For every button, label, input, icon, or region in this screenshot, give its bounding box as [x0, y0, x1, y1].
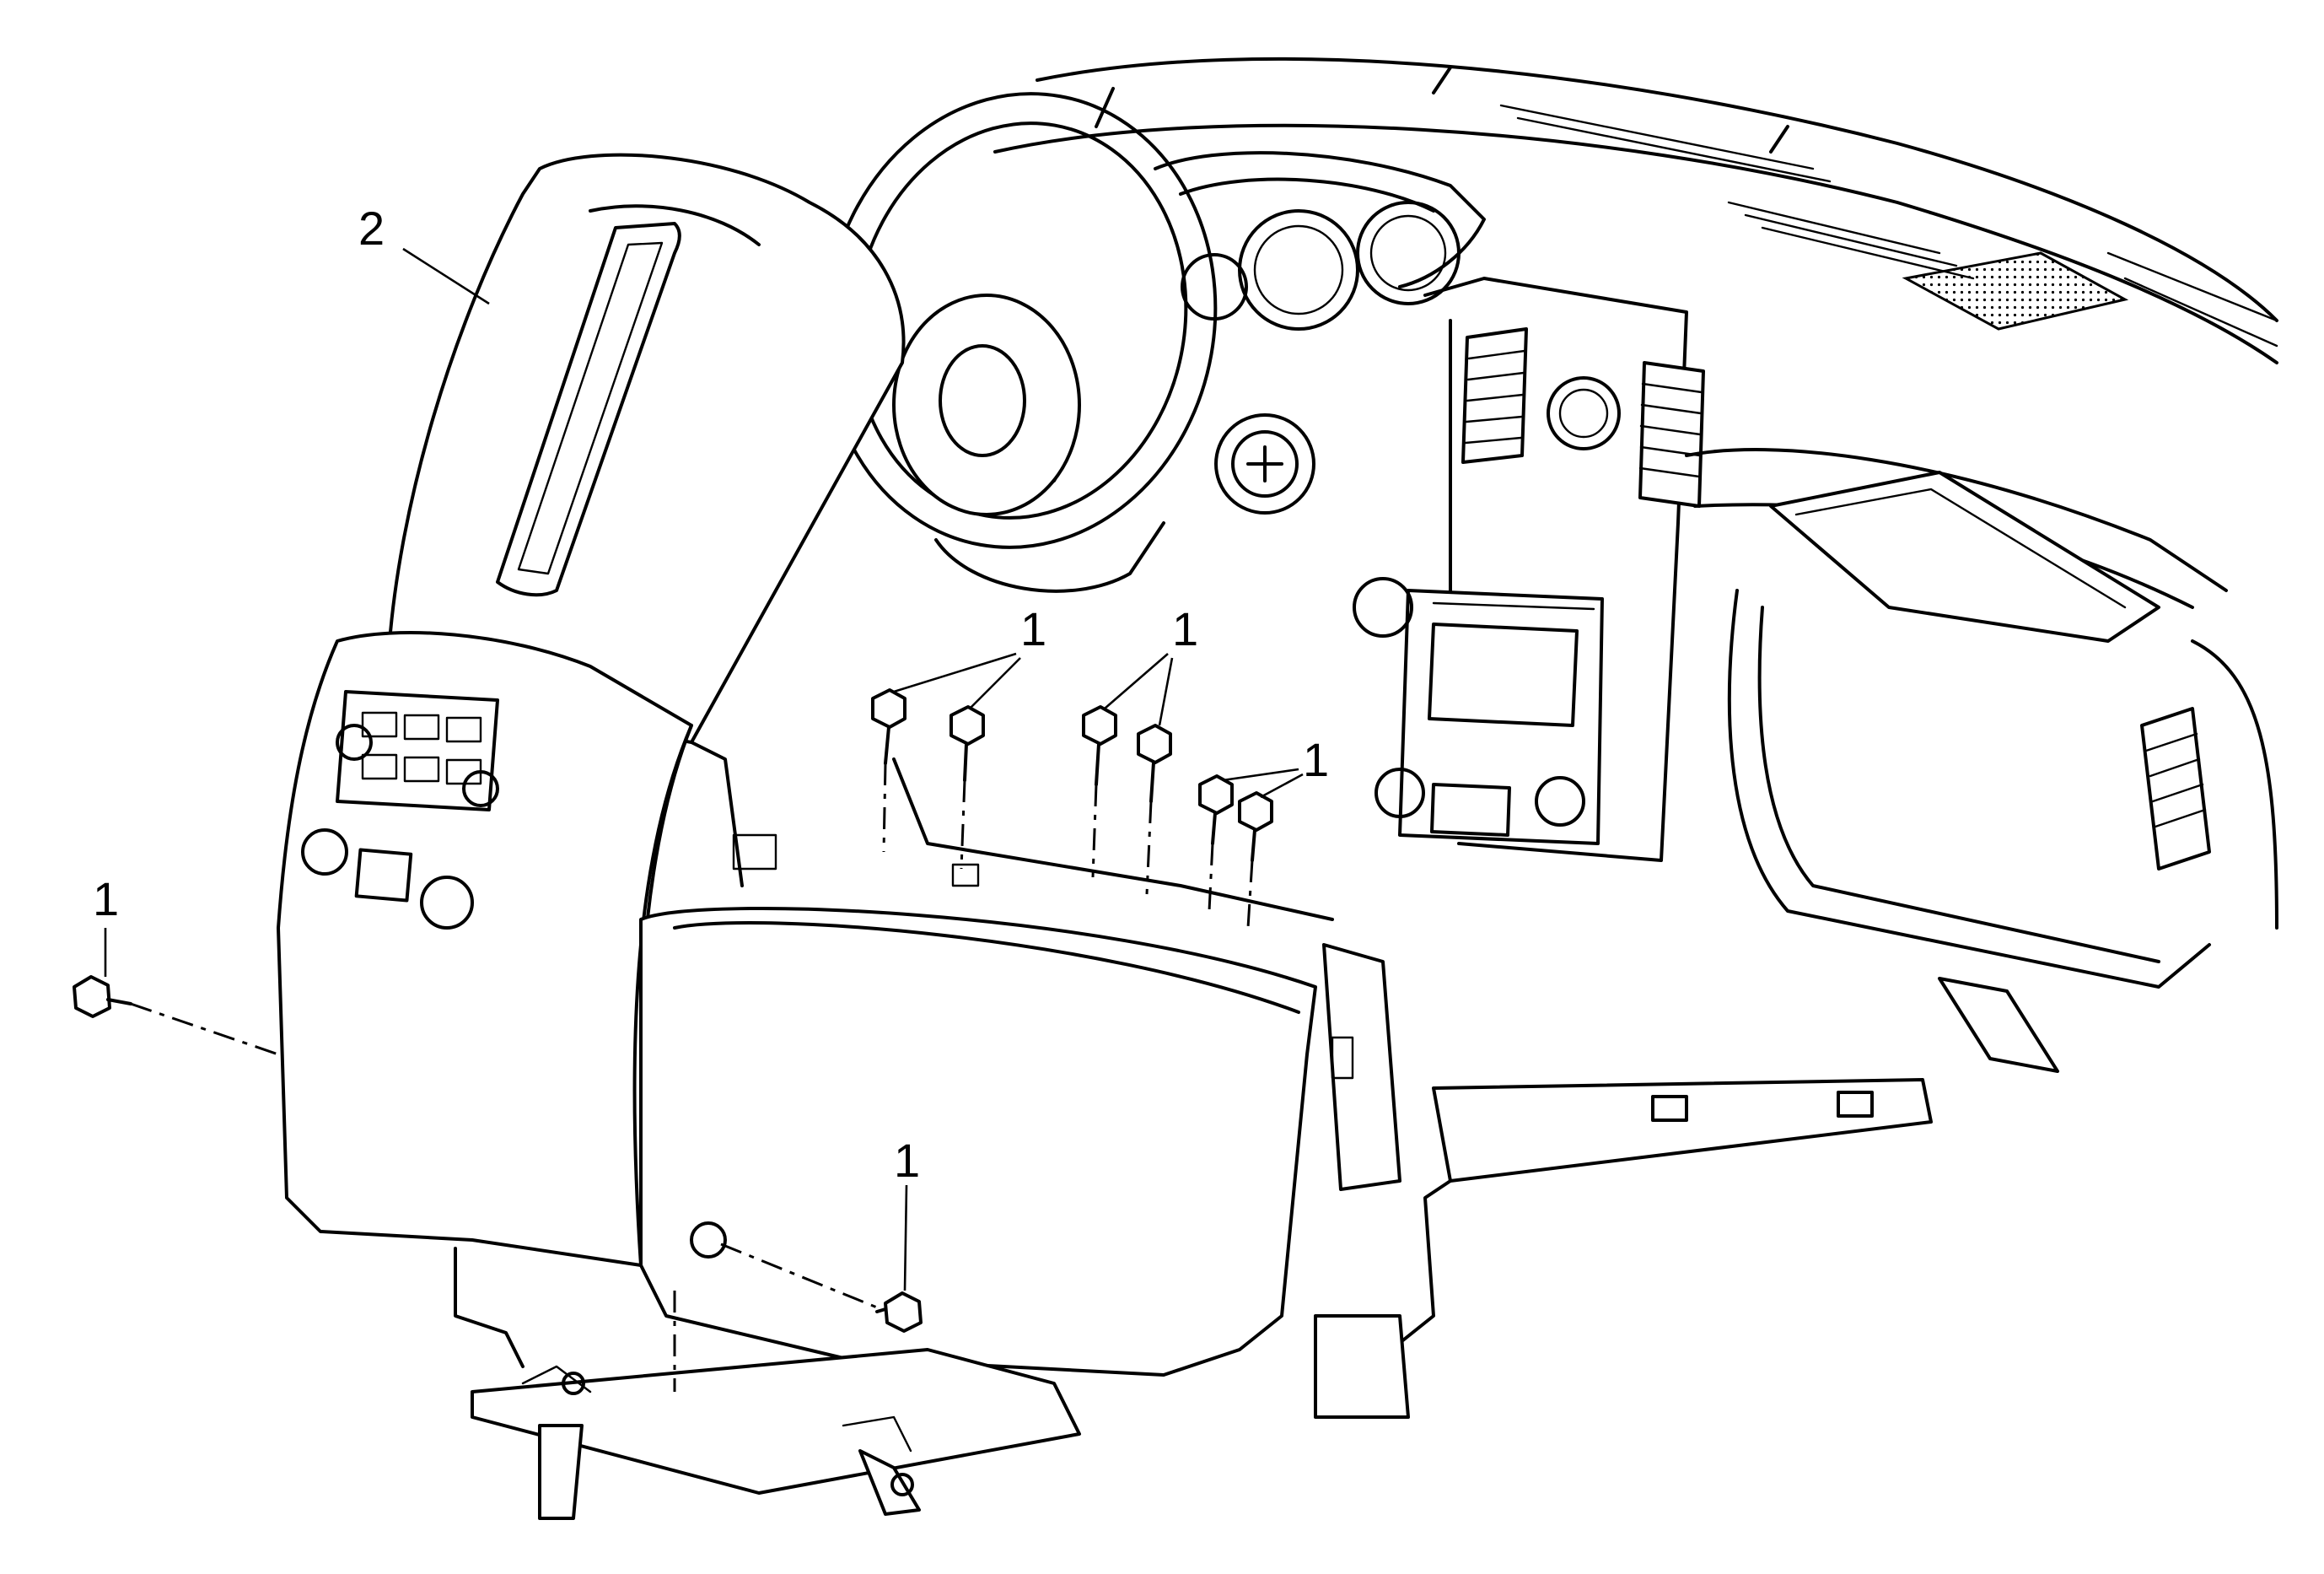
rear-control-panel: [336, 690, 499, 811]
power-outlet-left: [301, 828, 348, 876]
center-console: [277, 153, 1401, 1520]
callout-1-left-bolt: 1: [93, 872, 119, 925]
airbag-hub: [892, 294, 1081, 516]
radio-unit: [1353, 577, 1604, 845]
leader-lines: [104, 247, 1304, 1291]
bolt-icon: [950, 705, 985, 782]
callout-1-front-bolts-center: 1: [1172, 602, 1198, 655]
right-vent: [2140, 707, 2211, 871]
center-vent-right: [1638, 361, 1705, 508]
console-front-panel: [639, 907, 1317, 1377]
callout-1-front-bolts-right: 1: [1303, 733, 1329, 786]
bolt-icon: [875, 1291, 923, 1333]
bolt-icon: [1137, 724, 1172, 803]
bolt-icon: [1082, 705, 1117, 786]
power-outlet-right: [420, 876, 474, 930]
center-vent-left: [1461, 327, 1528, 464]
callout-1-front-bolts-left: 1: [1020, 602, 1046, 655]
bolt-icon: [871, 688, 906, 765]
speaker-grille: [1902, 251, 2129, 331]
callout-2-console: 2: [358, 202, 385, 255]
bolt-icon: [73, 975, 132, 1018]
clock-icon: [1547, 376, 1621, 450]
bolt-icon: [1238, 791, 1273, 862]
upper-glove-box: [1769, 471, 2160, 643]
bolt-icon: [1198, 774, 1234, 845]
glove-box-latch: [1938, 977, 2059, 1073]
armrest-storage-lid: [496, 222, 681, 597]
console-bolt-hole: [690, 1221, 727, 1259]
steering-wheel: [823, 92, 1315, 593]
callout-1-lower-bolt: 1: [894, 1134, 920, 1187]
instrument-panel: [993, 57, 2278, 1419]
bolts: [73, 688, 1273, 1333]
console-mounting-bracket: [471, 1348, 1081, 1495]
install-paths: [130, 763, 1254, 1392]
callout-labels: 1 1 1 1 1 2: [93, 202, 1329, 1187]
gauge-cluster: [1181, 201, 1461, 331]
